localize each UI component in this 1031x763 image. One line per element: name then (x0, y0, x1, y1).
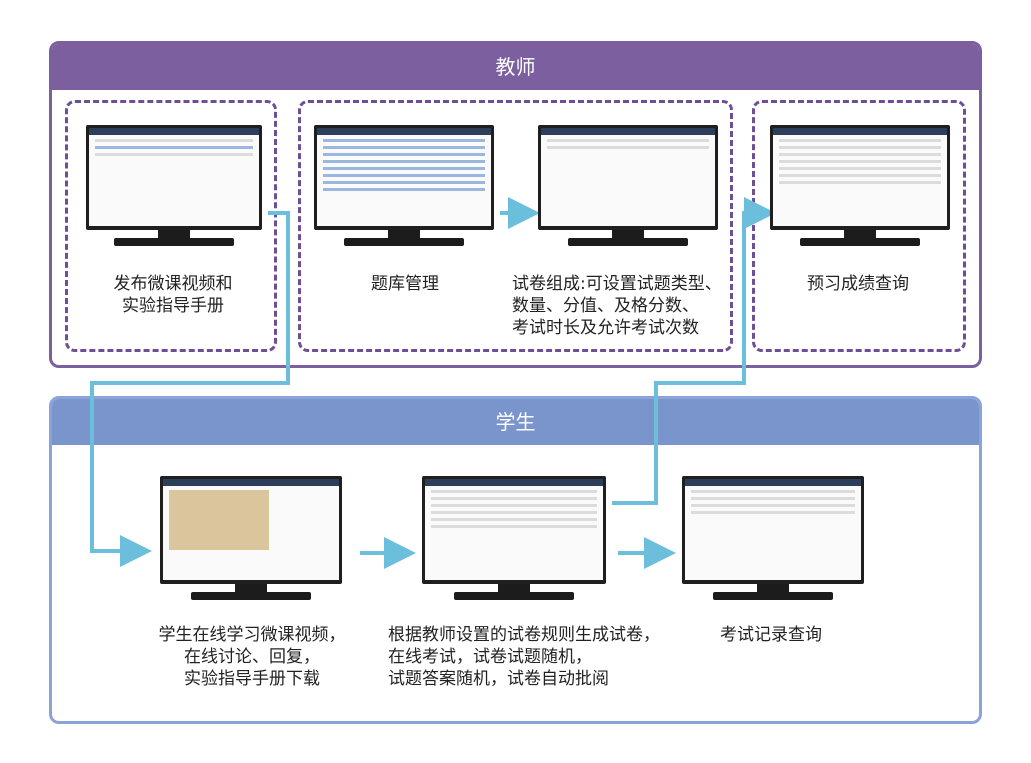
caption-preview-scores: 预习成绩查询 (788, 273, 928, 295)
caption-line: 学生在线学习微课视频， (158, 625, 346, 645)
caption-line: 预习成绩查询 (807, 274, 909, 294)
caption-line: 题库管理 (371, 274, 439, 294)
caption-line: 数量、分值、及格分数、 (512, 296, 699, 316)
caption-line: 发布微课视频和 (113, 274, 233, 294)
caption-line: 实验指导手册 (122, 296, 224, 316)
caption-line: 考试时长及允许考试次数 (512, 318, 699, 338)
monitor-icon (314, 125, 494, 250)
monitor-icon (86, 125, 262, 250)
caption-online-study: 学生在线学习微课视频， 在线讨论、回复， 实验指导手册下载 (152, 624, 352, 690)
caption-exam-records: 考试记录查询 (706, 624, 836, 646)
monitor-icon (770, 125, 950, 250)
caption-line: 试卷组成:可设置试题类型、 (512, 274, 722, 294)
caption-online-exam: 根据教师设置的试卷规则生成试卷， 在线考试，试卷试题随机， 试题答案随机，试卷自… (388, 624, 678, 690)
caption-publish: 发布微课视频和 实验指导手册 (98, 273, 248, 317)
caption-question-bank: 题库管理 (340, 273, 470, 295)
monitor-icon (682, 476, 864, 604)
caption-line: 实验指导手册下载 (184, 669, 320, 689)
monitor-icon (160, 476, 342, 604)
caption-line: 考试记录查询 (720, 625, 822, 645)
caption-line: 在线考试，试卷试题随机， (388, 647, 592, 667)
teacher-banner: 教师 (52, 44, 979, 90)
teacher-panel: 教师 (49, 41, 982, 368)
caption-line: 在线讨论、回复， (184, 647, 320, 667)
student-banner: 学生 (52, 399, 979, 445)
monitor-icon (538, 125, 718, 250)
caption-line: 试题答案随机，试卷自动批阅 (388, 669, 609, 689)
monitor-icon (422, 476, 606, 604)
caption-paper-compose: 试卷组成:可设置试题类型、 数量、分值、及格分数、 考试时长及允许考试次数 (512, 273, 727, 339)
caption-line: 根据教师设置的试卷规则生成试卷， (388, 625, 660, 645)
